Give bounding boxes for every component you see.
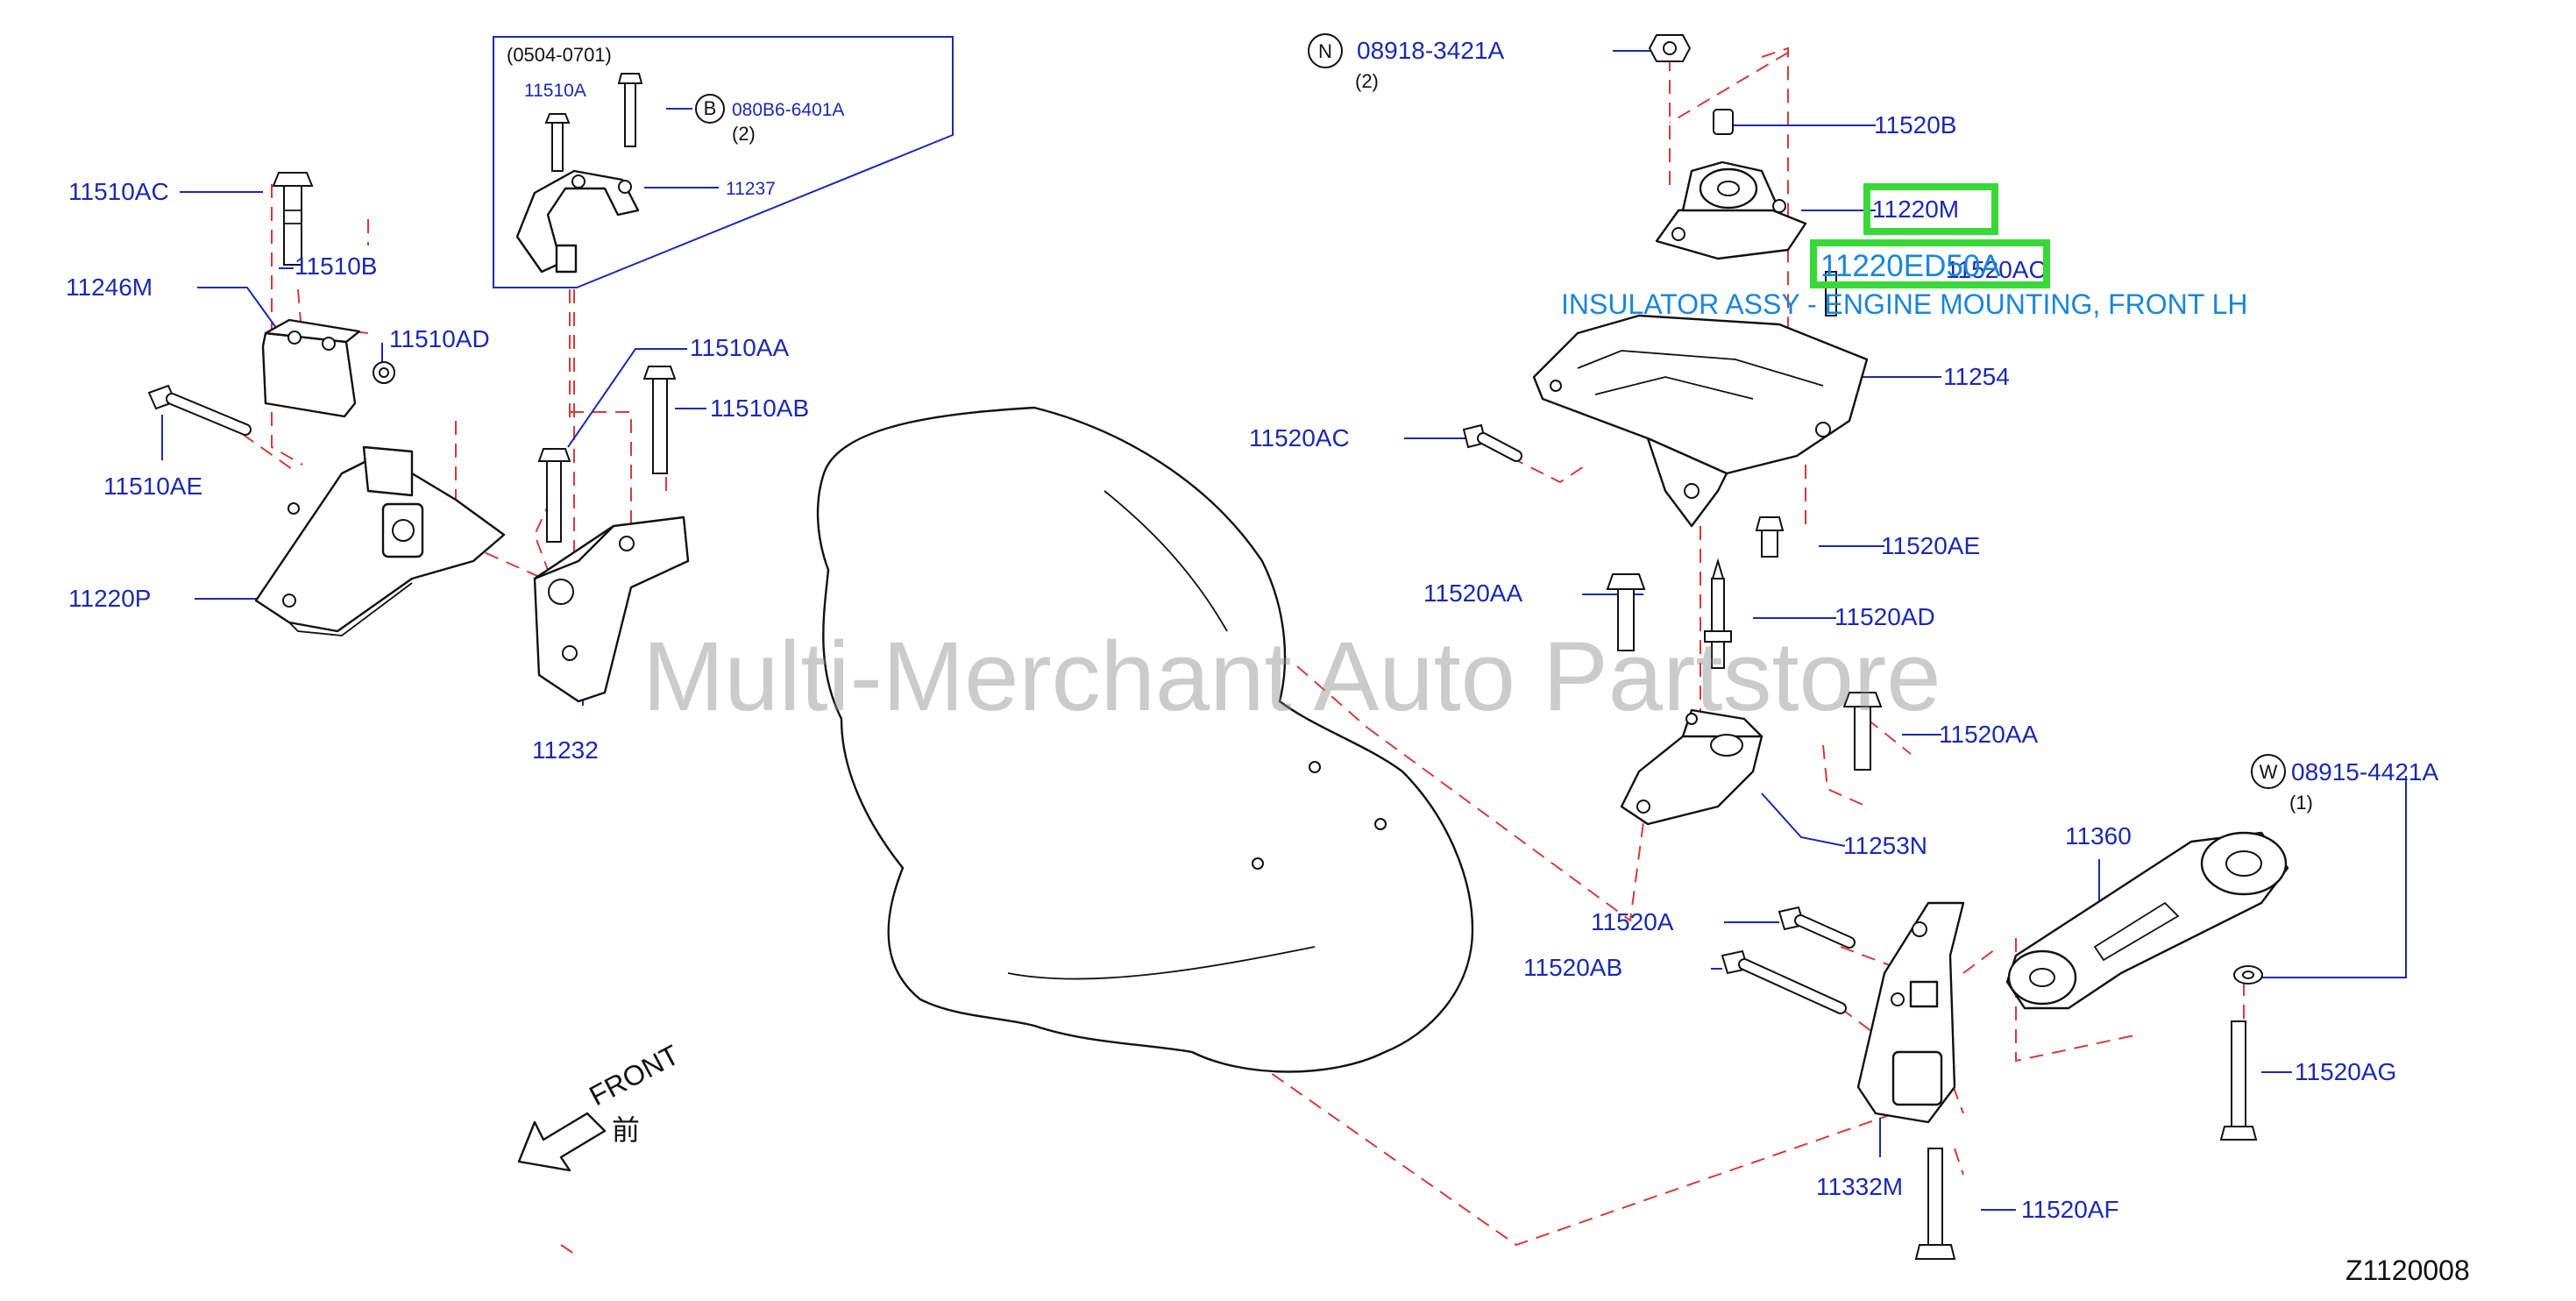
callout-11220m[interactable]: 11220M xyxy=(1872,196,1959,223)
bracket-11237 xyxy=(515,169,640,274)
callout-11520b[interactable]: 11520B xyxy=(1874,111,1956,139)
callout-11520af[interactable]: 11520AF xyxy=(2021,1196,2119,1223)
washer-08915 xyxy=(2233,965,2263,985)
diagram-code: Z1120008 xyxy=(2345,1255,2470,1286)
callout-08915-qty: (1) xyxy=(2289,792,2313,814)
callout-11520a[interactable]: 11520A xyxy=(1591,908,1674,935)
bolt-11520af xyxy=(1914,1148,1956,1260)
insulator-11220m xyxy=(1655,160,1807,260)
front-label-jp: 前 xyxy=(612,1114,640,1146)
inset-labels: (0504-0701) 11510A 080B6-6401A (2) 11237 xyxy=(507,44,844,199)
callout-11220p[interactable]: 11220P xyxy=(68,585,151,612)
highlight-box-part-number xyxy=(1810,239,2050,288)
nut-11510ad xyxy=(373,361,395,384)
bolt-11520aa-left xyxy=(1606,573,1646,651)
mount-11220p xyxy=(254,445,506,636)
callout-11520ag[interactable]: 11520AG xyxy=(2295,1058,2396,1085)
bracket-11332m xyxy=(1856,901,1965,1124)
callout-08918-qty: (2) xyxy=(1355,70,1379,92)
torque-rod-11360 xyxy=(2005,831,2289,1010)
callout-11510ae[interactable]: 11510AE xyxy=(103,473,202,500)
nut-08918 xyxy=(1648,34,1692,62)
bolt-11510a xyxy=(544,113,571,172)
bracket-11246m xyxy=(261,318,361,418)
callout-11520aa-left[interactable]: 11520AA xyxy=(1423,579,1522,607)
watermark-text: Multi-Merchant Auto Partstore xyxy=(642,622,1941,731)
bracket-11232 xyxy=(533,515,690,703)
bolt-11510ab xyxy=(642,366,677,474)
bolt-11510aa xyxy=(537,448,571,543)
right-mount-parts xyxy=(1462,34,2289,1260)
bolt-11520ag xyxy=(2219,1020,2258,1141)
engine-block xyxy=(816,406,1474,1073)
highlight-box-11220m xyxy=(1863,183,1998,235)
circled-letters: N B W xyxy=(695,33,2286,789)
bolt-11520ae xyxy=(1755,516,1785,558)
bolt-11520a xyxy=(1778,906,1856,949)
callout-11520ad[interactable]: 11520AD xyxy=(1834,603,1935,630)
circle-letter-w: W xyxy=(2260,761,2278,783)
bolt-11520ac xyxy=(1462,423,1522,462)
callout-11246m[interactable]: 11246M xyxy=(66,274,153,301)
callout-11232[interactable]: 11232 xyxy=(532,736,599,764)
bracket-11254 xyxy=(1532,314,1869,528)
callout-11520ab[interactable]: 11520AB xyxy=(1523,954,1622,981)
callout-11253n[interactable]: 11253N xyxy=(1843,832,1927,859)
inset-date-range: (0504-0701) xyxy=(507,44,612,66)
stud-11520ad xyxy=(1704,558,1732,669)
callout-11510ab[interactable]: 11510AB xyxy=(710,395,809,422)
left-mount-parts xyxy=(147,172,690,703)
collar-11520b xyxy=(1713,109,1734,135)
callout-11520ac[interactable]: 11520AC xyxy=(1249,424,1350,451)
circle-letter-b: B xyxy=(704,97,717,119)
callout-11510ac[interactable]: 11510AC xyxy=(68,178,169,205)
bolt-11520aa-right xyxy=(1842,692,1883,771)
front-arrow-icon xyxy=(517,1112,607,1172)
bolt-11510ae xyxy=(147,384,252,436)
circle-letter-n: N xyxy=(1318,40,1332,62)
callout-labels: 11510AC 11510B 11246M 11510AD 11510AE 11… xyxy=(66,37,2438,1223)
front-direction-indicator: FRONT 前 xyxy=(517,1039,685,1172)
callout-11332m[interactable]: 11332M xyxy=(1816,1173,1903,1200)
callout-11360[interactable]: 11360 xyxy=(2065,822,2132,850)
callout-08915-4421a[interactable]: 08915-4421A xyxy=(2291,758,2438,786)
highlight-part-number[interactable]: 11220ED50A xyxy=(1820,249,2001,283)
callout-08918-3421a[interactable]: 08918-3421A xyxy=(1357,37,1504,64)
bolt-11520ab xyxy=(1721,949,1847,1014)
callout-11520aa-right[interactable]: 11520AA xyxy=(1939,721,2038,748)
front-label: FRONT xyxy=(584,1039,684,1113)
callout-11510a[interactable]: 11510A xyxy=(524,81,586,101)
inset-box xyxy=(493,36,954,288)
inset-parts xyxy=(515,73,643,274)
callout-080b6-6401a[interactable]: 080B6-6401A xyxy=(732,100,844,120)
highlight-description: INSULATOR ASSY - ENGINE MOUNTING, FRONT … xyxy=(1561,288,2248,320)
callout-11510aa[interactable]: 11510AA xyxy=(690,334,789,361)
bolt-11510ac xyxy=(272,172,314,266)
highlight-overlay: 11220ED50A INSULATOR ASSY - ENGINE MOUNT… xyxy=(1561,183,2248,320)
callout-080b6-qty: (2) xyxy=(732,123,756,145)
callout-11520ac-upper[interactable]: 11520AC xyxy=(1946,256,2047,283)
callout-11510b[interactable]: 11510B xyxy=(295,252,377,280)
callout-11520ae[interactable]: 11520AE xyxy=(1881,532,1980,559)
callout-11510ad[interactable]: 11510AD xyxy=(389,325,490,352)
callout-11254[interactable]: 11254 xyxy=(1943,363,2010,390)
bracket-11253n xyxy=(1620,708,1763,826)
callout-11237[interactable]: 11237 xyxy=(726,179,776,199)
bolt-080b6 xyxy=(617,73,643,147)
